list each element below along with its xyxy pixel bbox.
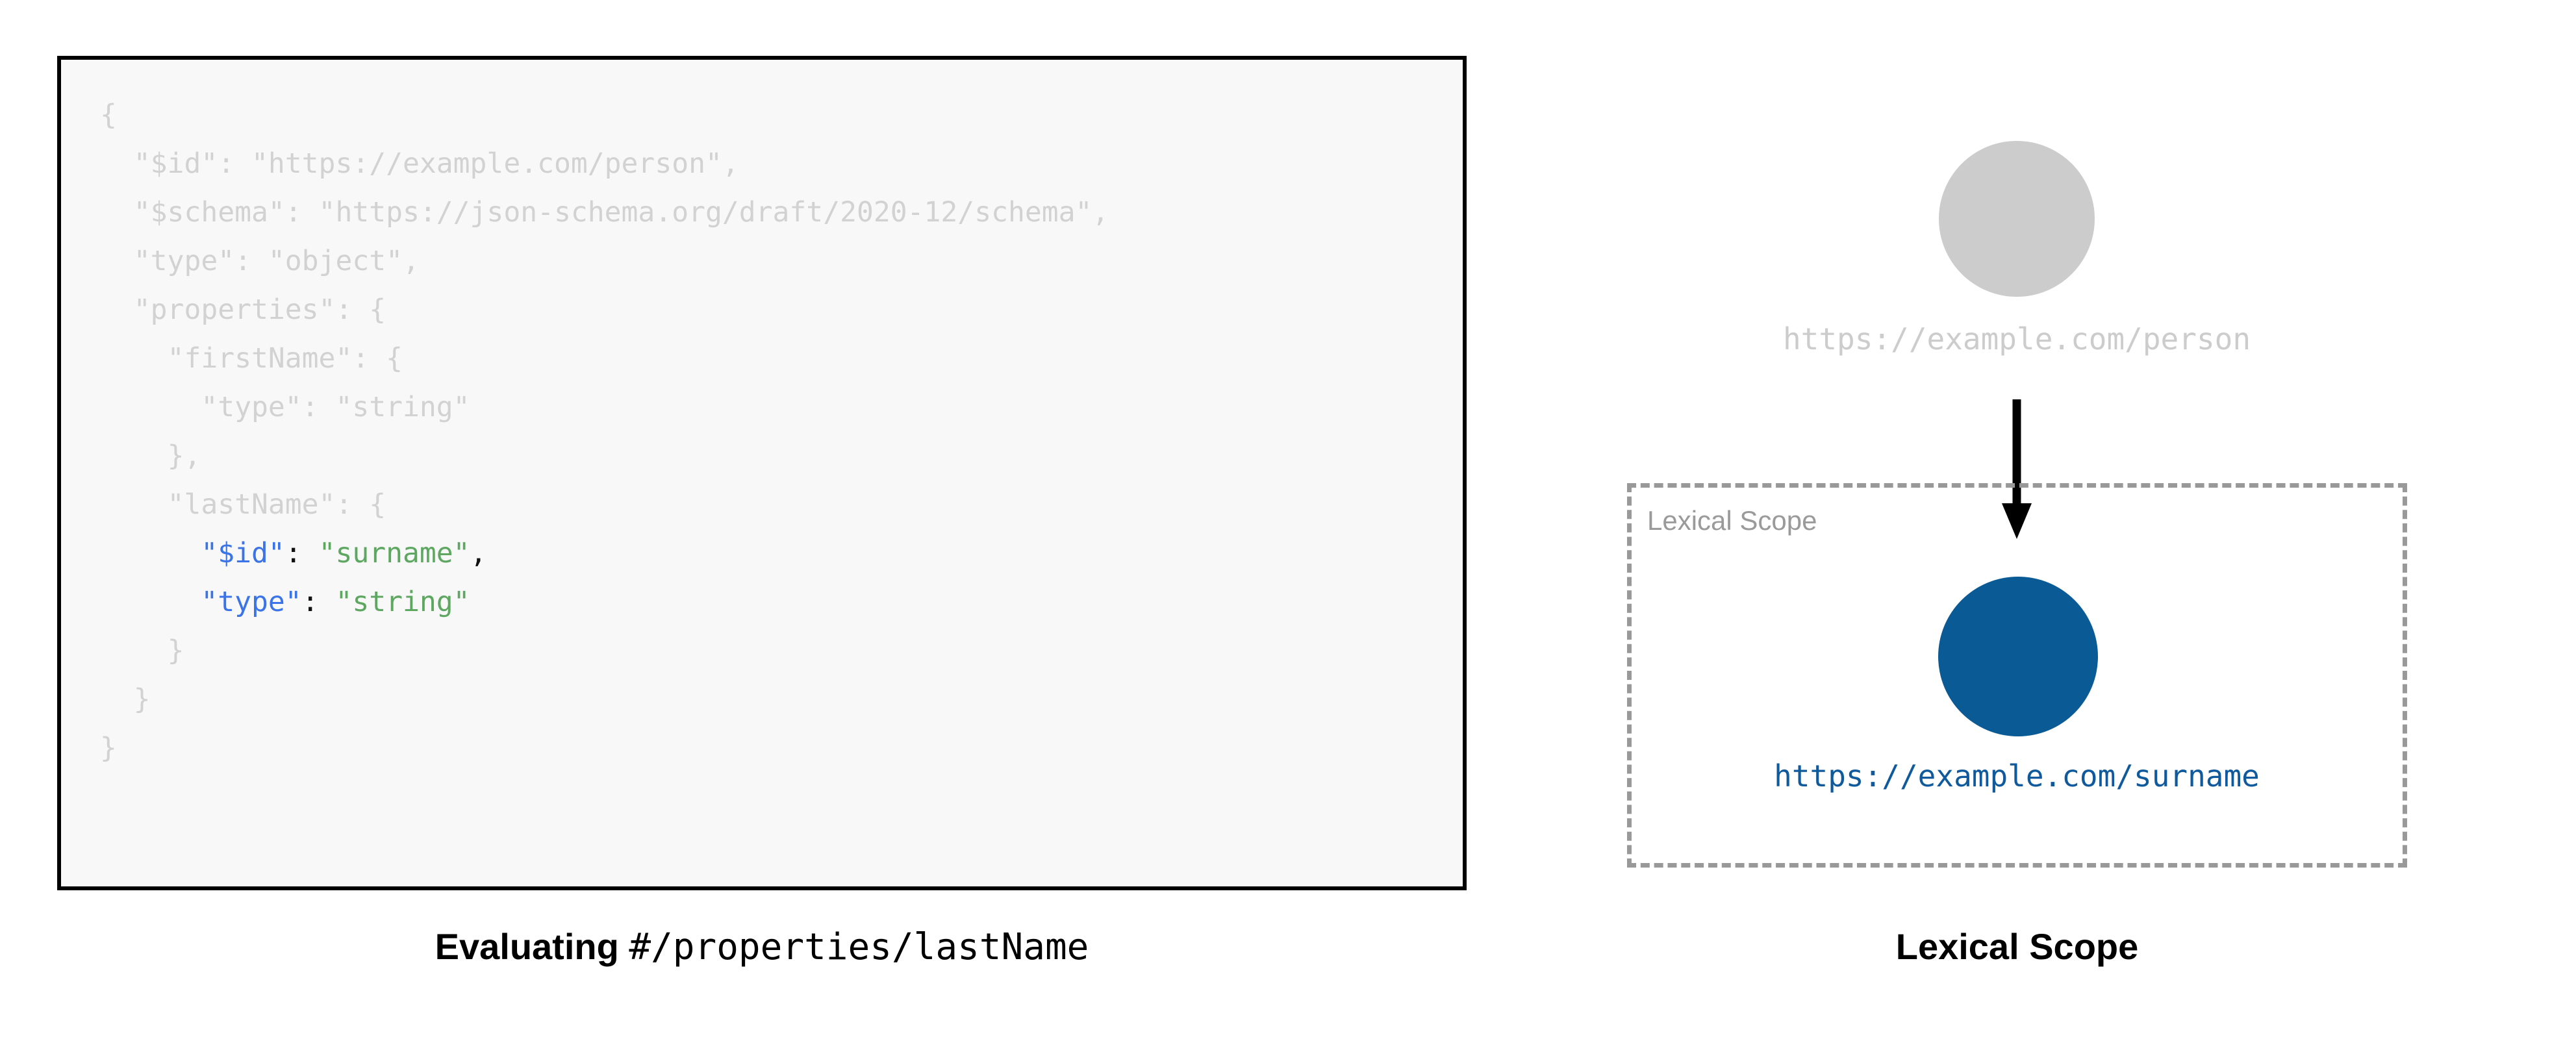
code-token: } [167, 634, 184, 667]
caption-json-pointer: #/properties/lastName [629, 926, 1089, 968]
code-line: "properties": { [100, 286, 1109, 334]
code-token: : [284, 537, 319, 570]
code-token: "type" [201, 586, 302, 618]
code-line: } [100, 724, 1109, 773]
code-token: { [100, 99, 117, 131]
scoped-node-label: https://example.com/surname [1774, 758, 2260, 794]
diagram-caption: Lexical Scope [1895, 926, 2139, 967]
json-schema-code-block: { "$id": "https://example.com/person", "… [57, 56, 1467, 890]
lexical-scope-diagram-panel: https://example.com/person Lexical Scope… [1494, 0, 2576, 1039]
code-token: : [301, 586, 336, 618]
code-token: "$id" [201, 537, 285, 570]
downward-arrow-icon [2002, 399, 2032, 539]
root-node-circle-icon [1939, 141, 2095, 297]
code-token: "$id": "https://example.com/person", [133, 147, 739, 180]
code-token: "string" [335, 586, 470, 618]
code-token: } [133, 683, 151, 716]
scoped-node-circle-icon [1938, 577, 2098, 736]
code-token: "type": "object", [133, 245, 420, 277]
code-token: "$schema": "https://json-schema.org/draf… [133, 196, 1109, 229]
lexical-scope-box [1627, 483, 2407, 868]
code-line: "$id": "https://example.com/person", [100, 140, 1109, 188]
root-node-label: https://example.com/person [1782, 321, 2251, 357]
code-line: "$id": "surname", [100, 529, 1109, 578]
code-line: } [100, 627, 1109, 675]
code-token: "surname" [318, 537, 470, 570]
code-line: }, [100, 432, 1109, 481]
caption-bold-prefix: Evaluating [435, 926, 629, 967]
code-token: "properties": { [133, 294, 386, 326]
code-token: "lastName": { [167, 488, 386, 521]
code-line: "$schema": "https://json-schema.org/draf… [100, 188, 1109, 237]
code-token: } [100, 732, 117, 764]
code-lines-container: { "$id": "https://example.com/person", "… [100, 91, 1109, 773]
code-token: "type": "string" [201, 391, 470, 423]
code-token: "firstName": { [167, 342, 403, 375]
lexical-scope-box-label: Lexical Scope [1647, 505, 1817, 536]
code-line: "type": "string" [100, 578, 1109, 627]
code-block-caption: Evaluating #/properties/lastName [57, 925, 1467, 968]
code-line: { [100, 91, 1109, 140]
code-line: "type": "string" [100, 383, 1109, 432]
code-line: "lastName": { [100, 481, 1109, 529]
code-line: "type": "object", [100, 237, 1109, 286]
code-line: "firstName": { [100, 334, 1109, 383]
code-token: , [470, 537, 487, 570]
code-token: }, [167, 440, 201, 472]
code-line: } [100, 675, 1109, 724]
code-panel: { "$id": "https://example.com/person", "… [57, 56, 1467, 968]
